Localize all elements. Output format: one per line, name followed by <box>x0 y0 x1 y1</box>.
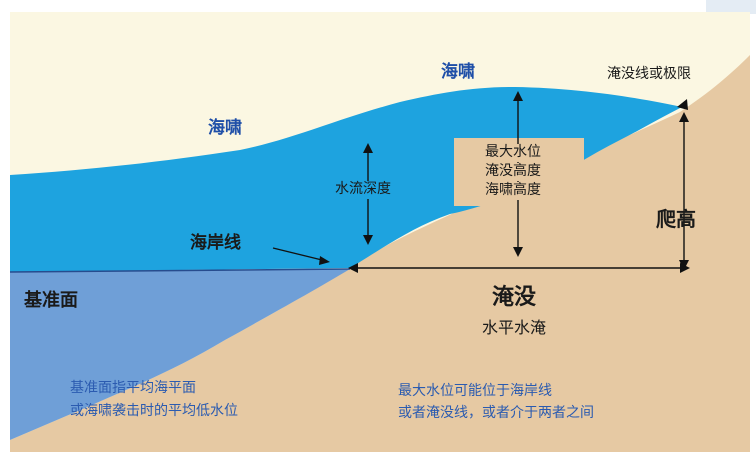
tsunami-water <box>10 87 682 272</box>
datum-label: 基准面 <box>24 290 78 311</box>
max-level-note-line2: 或者淹没线，或者介于两者之间 <box>398 405 594 421</box>
land <box>10 55 750 452</box>
flow-depth-label: 水流深度 <box>335 181 391 199</box>
max-level-note-line1: 最大水位可能位于海岸线 <box>398 383 552 399</box>
top-right-tab <box>706 0 756 14</box>
max-level-arrowhead-down <box>513 247 523 257</box>
inundation-limit-label: 淹没线或极限 <box>607 66 691 82</box>
shoreline-pointer <box>272 247 323 261</box>
tsunami-label-top: 海啸 <box>441 62 475 82</box>
shoreline-label: 海岸线 <box>190 233 241 253</box>
runup-label: 爬高 <box>656 207 696 231</box>
runup-arrowhead-up <box>679 112 689 122</box>
inundation-height-label: 淹没高度 <box>485 163 541 181</box>
max-level-arrowhead-up <box>513 91 523 101</box>
inundation-limit-marker <box>677 99 688 110</box>
tsunami-height-label: 海啸高度 <box>485 182 541 200</box>
sea-below-datum <box>10 269 350 440</box>
flow-depth-arrowhead-down <box>363 235 373 245</box>
inundation-arrowhead-right <box>680 263 690 273</box>
flow-depth-arrowhead-up <box>363 143 373 153</box>
horizontal-inundation-label: 水平水淹 <box>482 318 547 337</box>
shoreline-pointer-head <box>319 256 330 265</box>
inundation-arrowhead-left <box>348 263 358 273</box>
inundation-label: 淹没 <box>492 285 537 310</box>
datum-line <box>9 268 351 273</box>
max-water-level-label: 最大水位 <box>485 144 541 162</box>
datum-note-line2: 或海啸袭击时的平均低水位 <box>70 403 238 419</box>
datum-note-line1: 基准面指平均海平面 <box>70 380 196 396</box>
tsunami-label-left: 海啸 <box>208 118 242 138</box>
